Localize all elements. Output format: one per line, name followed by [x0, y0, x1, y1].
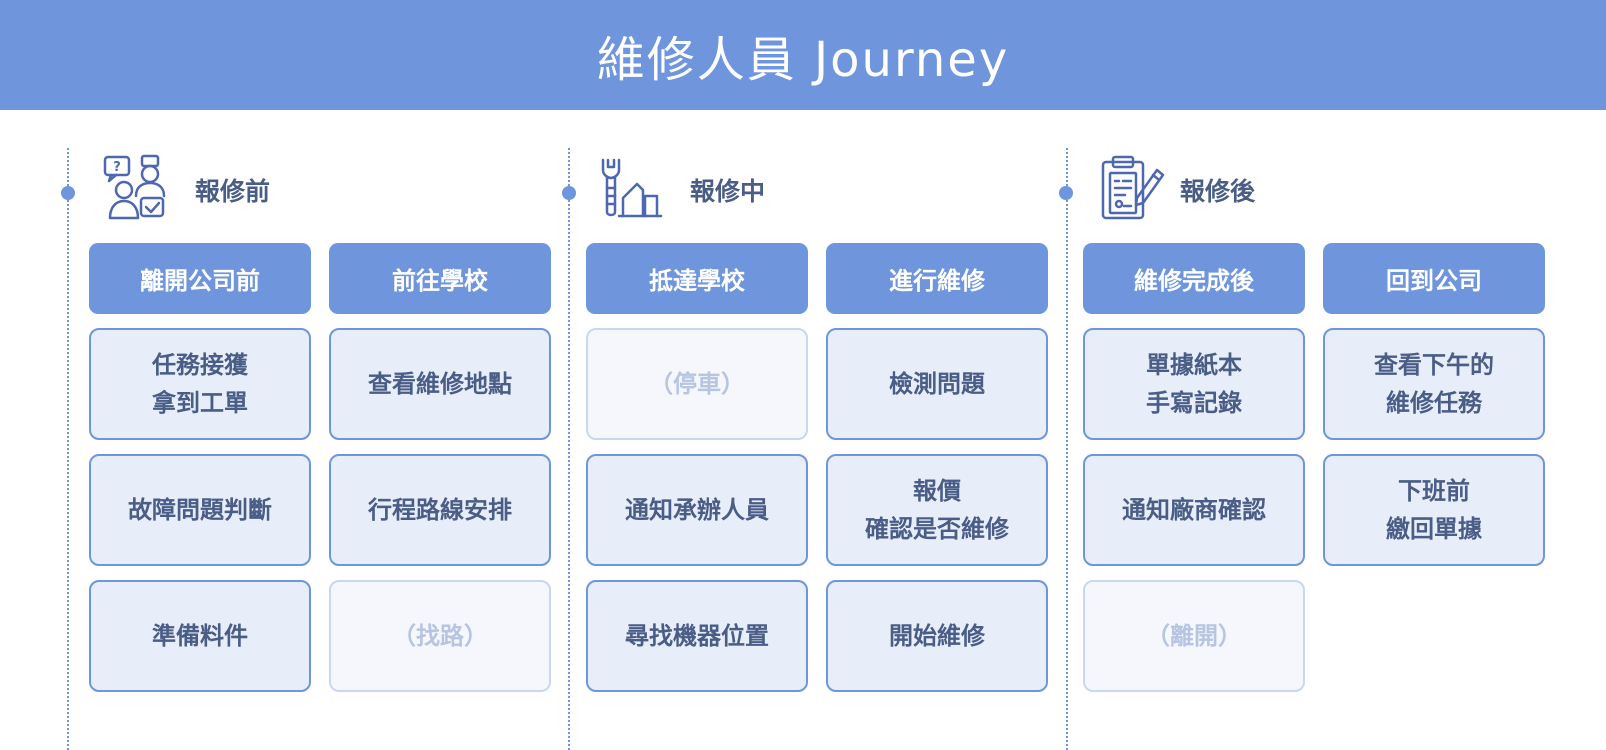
card-check-afternoon-tasks: 查看下午的 維修任務 [1323, 328, 1545, 440]
card-plan-route: 行程路線安排 [329, 454, 551, 566]
step-header-go-to-school: 前往學校 [329, 243, 551, 314]
step-header-repair-done: 維修完成後 [1083, 243, 1305, 314]
card-paper-record: 單據紙本 手寫記錄 [1083, 328, 1305, 440]
phase-title-before: 報修前 [195, 177, 271, 206]
step-header-return-office: 回到公司 [1323, 243, 1545, 314]
timeline-before [67, 148, 69, 750]
step-header-do-repair: 進行維修 [826, 243, 1048, 314]
card-notify-contact: 通知承辦人員 [586, 454, 808, 566]
card-receive-task: 任務接獲 拿到工單 [89, 328, 311, 440]
timeline-after [1066, 148, 1068, 750]
card-return-receipts: 下班前 繳回單據 [1323, 454, 1545, 566]
title-bar: 維修人員 Journey [0, 0, 1606, 110]
card-inspect-problem: 檢測問題 [826, 328, 1048, 440]
clipboard-pen-icon [1101, 155, 1165, 220]
timeline-dot-before [61, 186, 75, 200]
card-locate-machine: 尋找機器位置 [586, 580, 808, 692]
support-staff-icon: ? [103, 154, 166, 220]
card-prepare-parts: 準備料件 [89, 580, 311, 692]
card-notify-vendor: 通知廠商確認 [1083, 454, 1305, 566]
card-leave: （離開） [1083, 580, 1305, 692]
page-title: 維修人員 Journey [596, 32, 1010, 88]
card-start-repair: 開始維修 [826, 580, 1048, 692]
step-header-arrive-school: 抵達學校 [586, 243, 808, 314]
card-find-way: （找路） [329, 580, 551, 692]
card-quote-confirm: 報價 確認是否維修 [826, 454, 1048, 566]
phase-title-during: 報修中 [690, 177, 766, 206]
timeline-dot-after [1059, 186, 1073, 200]
card-check-location: 查看維修地點 [329, 328, 551, 440]
step-header-leave-office: 離開公司前 [89, 243, 311, 314]
card-parking: （停車） [586, 328, 808, 440]
wrench-tools-icon [601, 158, 663, 218]
svg-text:?: ? [113, 160, 121, 175]
card-diagnose-fault: 故障問題判斷 [89, 454, 311, 566]
phase-title-after: 報修後 [1180, 177, 1256, 206]
timeline-during [568, 148, 570, 750]
timeline-dot-during [562, 186, 576, 200]
